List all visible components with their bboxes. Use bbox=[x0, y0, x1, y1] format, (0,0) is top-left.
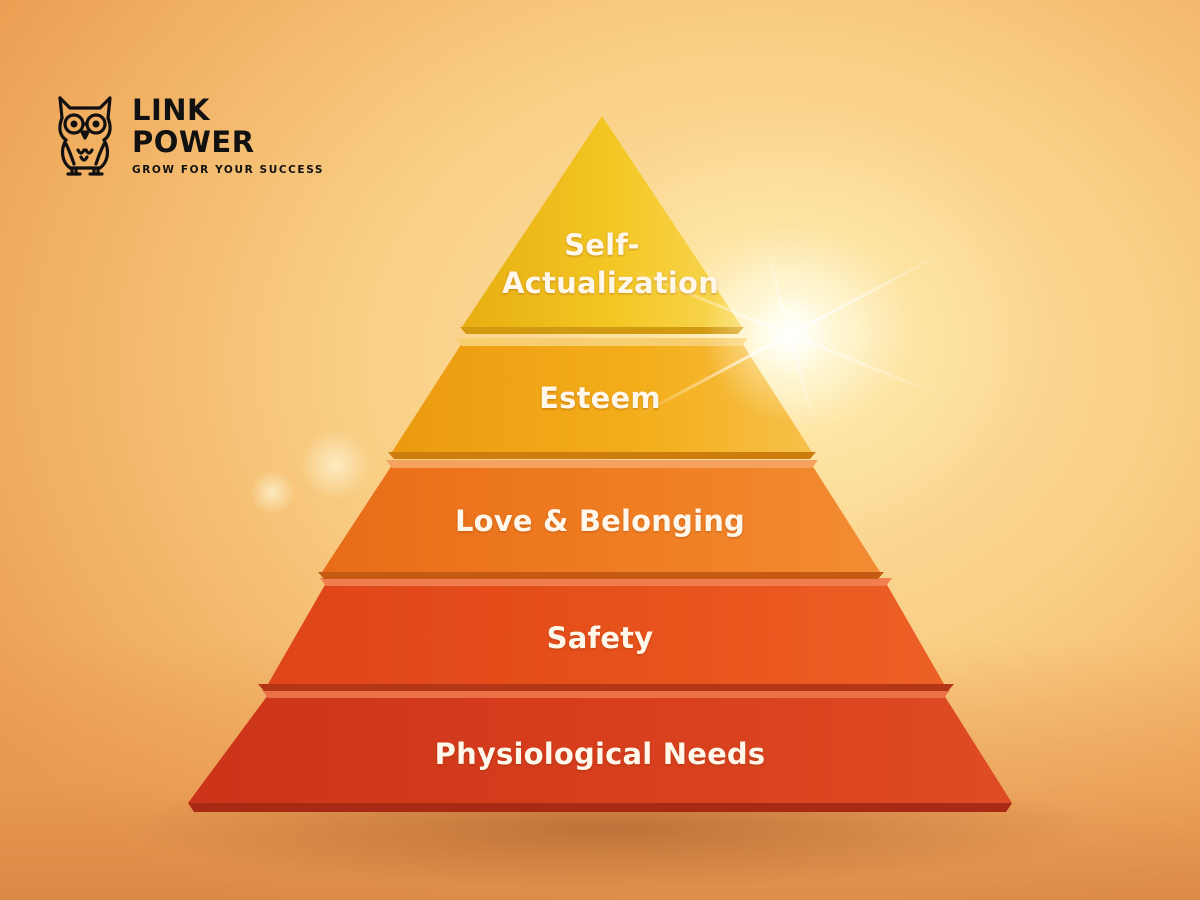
tier-physiological-needs-bottom-edge bbox=[188, 803, 1012, 812]
tier-label-esteem: Esteem bbox=[539, 381, 661, 415]
tier-label-love-belonging: Love & Belonging bbox=[454, 504, 746, 538]
tier-safety-bottom-edge bbox=[258, 684, 954, 691]
tier-self-actualization-bottom-edge bbox=[460, 327, 744, 334]
tier-label-self-actualization: Self- Actualization bbox=[502, 226, 720, 302]
owl-icon bbox=[58, 96, 112, 176]
tier-love-belonging-top-face bbox=[386, 460, 818, 468]
tier-label-self-actualization-line1: Self- bbox=[564, 228, 640, 262]
tier-physiological-needs-top-face bbox=[262, 690, 950, 698]
bokeh-light bbox=[250, 470, 295, 515]
tier-love-belonging-bottom-edge bbox=[318, 572, 884, 579]
tier-label-safety: Safety bbox=[546, 621, 654, 655]
tier-esteem-top-face bbox=[456, 338, 748, 346]
tier-self-actualization bbox=[462, 116, 742, 327]
brand-name-line2: POWER bbox=[132, 125, 255, 159]
brand-name-line1: LINK bbox=[132, 93, 211, 127]
tier-physiological-needs bbox=[188, 695, 1012, 803]
tier-love-belonging bbox=[322, 465, 880, 572]
pyramid-shadow bbox=[120, 800, 1100, 890]
bokeh-light bbox=[300, 430, 370, 500]
tier-safety-top-face bbox=[320, 578, 892, 586]
brand-logo: LINK POWER GROW FOR YOUR SUCCESS bbox=[50, 92, 350, 182]
tier-label-physiological-needs: Physiological Needs bbox=[434, 737, 766, 771]
tier-label-self-actualization-line2: Actualization bbox=[502, 266, 720, 300]
brand-tagline: GROW FOR YOUR SUCCESS bbox=[132, 164, 325, 176]
tier-esteem-bottom-edge bbox=[388, 452, 816, 459]
tier-safety bbox=[268, 583, 944, 684]
